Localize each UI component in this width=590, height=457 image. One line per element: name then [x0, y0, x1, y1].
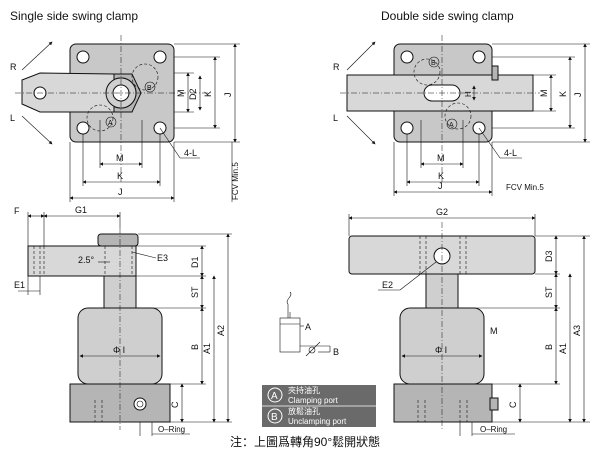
dim-j-v-double: J — [573, 93, 583, 98]
port-b-marker — [144, 81, 156, 93]
dim-m-h-double: M — [437, 153, 445, 163]
dim-c-single: C — [170, 401, 180, 408]
corner-hole — [472, 121, 486, 135]
legend-b-zh: 放鬆油孔 — [288, 406, 320, 416]
dim-st-single: ST — [190, 286, 200, 298]
legend-b-marker — [267, 408, 283, 424]
label-oring-single: O–Ring — [158, 425, 185, 434]
port-circle-b — [131, 63, 159, 91]
dim-b-double: B — [544, 344, 554, 350]
dim-d3: D3 — [544, 250, 554, 262]
corner-hole — [76, 50, 90, 64]
legend-a-en: Clamping port — [288, 396, 339, 405]
dim-a1-double: A1 — [558, 343, 568, 354]
dim-m-v-single: M — [176, 90, 186, 98]
dim-m-h-single: M — [116, 153, 124, 163]
port-legend: A 夾持油孔 Clamping port B 放鬆油孔 Unclamping p… — [262, 385, 376, 427]
single-side-arm — [27, 245, 137, 277]
legend-b-letter: B — [271, 412, 278, 423]
dim-h: H — [464, 91, 473, 97]
port-circle-b-double — [413, 58, 441, 86]
single-side-view: Φ I F G1 E1 2.5° E3 D1 ST B C A1 — [14, 205, 232, 436]
dim-e1: E1 — [14, 280, 25, 290]
legend-a-marker — [267, 387, 283, 403]
footnote: 注：上圖爲轉角90°鬆開狀態 — [230, 434, 380, 449]
dim-phi-i-single: Φ I — [113, 345, 125, 355]
label-fcv-single: FCV Min.5 — [231, 162, 240, 200]
dim-e3: E3 — [157, 253, 168, 263]
schematic-label-a: A — [305, 322, 311, 332]
arm-stud — [491, 65, 499, 81]
double-top-view: B A R L H M K J M K — [333, 35, 590, 196]
dim-e2: E2 — [382, 280, 393, 290]
dim-k-v-double: K — [558, 91, 568, 97]
label-4l-single: 4-L — [184, 148, 197, 158]
port-a-marker-double — [446, 118, 458, 130]
schematic-label-b: B — [333, 347, 339, 357]
hydraulic-schematic: A B — [279, 291, 339, 357]
dim-phi-i-double: Φ I — [435, 345, 447, 355]
dim-c-double: C — [508, 401, 518, 408]
double-side-view: Φ I G2 E2 M D3 ST B C A1 A3 O–Ring — [348, 207, 590, 436]
schematic-cylinder — [279, 317, 301, 353]
dim-a2: A2 — [216, 325, 226, 336]
single-side-nut — [97, 233, 139, 247]
dim-d1: D1 — [190, 256, 200, 268]
dim-a1-single: A1 — [202, 343, 212, 354]
label-4l-double: 4-L — [504, 148, 517, 158]
label-oring-double: O–Ring — [480, 425, 507, 434]
dim-g2: G2 — [436, 207, 448, 217]
single-top-view: B A R L M D2 K J M K — [10, 35, 240, 202]
label-r-single: R — [10, 62, 17, 72]
dim-g1: G1 — [75, 205, 87, 215]
dim-j-v-single: J — [223, 93, 233, 98]
port-a-marker — [105, 116, 117, 128]
dim-k-h-double: K — [438, 171, 444, 181]
corner-hole — [400, 50, 414, 64]
dim-st-double: ST — [544, 286, 554, 298]
port-b-letter-double: B — [431, 60, 436, 67]
dim-f: F — [14, 206, 20, 216]
dim-a3: A3 — [572, 325, 582, 336]
port-fitting-double — [489, 397, 499, 411]
double-side-base — [393, 383, 493, 423]
single-arm — [21, 72, 115, 113]
dim-k-v-single: K — [203, 91, 213, 97]
port-circle-a-double — [444, 102, 472, 130]
corner-hole — [76, 121, 90, 135]
port-a-letter: A — [108, 120, 113, 127]
port-fitting-inner — [136, 400, 144, 408]
dim-m-v-double: M — [539, 90, 549, 98]
legend-b-en: Unclamping port — [288, 417, 347, 426]
port-a-letter-double: A — [449, 122, 454, 129]
port-b-letter: B — [147, 85, 152, 92]
legend-a-zh: 夾持油孔 — [288, 385, 320, 395]
label-l-single: L — [10, 113, 15, 123]
corner-hole — [400, 121, 414, 135]
label-m-side: M — [490, 326, 498, 336]
label-r-double: R — [333, 62, 340, 72]
schematic-valve — [308, 346, 316, 354]
label-l-double: L — [333, 113, 338, 123]
dim-j-h-single: J — [118, 187, 123, 197]
corner-hole — [472, 50, 486, 64]
dim-j-h-double: J — [438, 181, 443, 191]
legend-a-letter: A — [271, 391, 278, 402]
port-fitting — [133, 397, 147, 411]
label-angle: 2.5° — [78, 255, 95, 265]
dim-b-single: B — [190, 344, 200, 350]
dim-k-h-single: K — [117, 171, 123, 181]
title-single: Single side swing clamp — [10, 9, 138, 23]
port-b-marker-double — [428, 56, 440, 68]
dim-d2: D2 — [188, 88, 198, 100]
title-double: Double side swing clamp — [381, 9, 514, 23]
corner-hole — [153, 50, 167, 64]
label-fcv-double: FCV Min.5 — [506, 183, 544, 192]
